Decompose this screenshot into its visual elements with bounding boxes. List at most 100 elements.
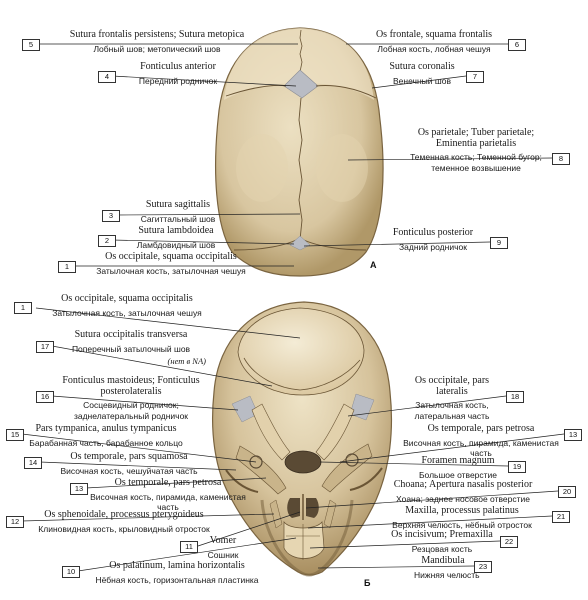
latin-name: Sutura occipitalis transversa <box>74 329 188 340</box>
pterygoid-right <box>323 499 337 529</box>
leader-16 <box>51 395 239 411</box>
russian-name: Лобная кость, лобная чешуя <box>377 43 491 54</box>
latin-name: Maxilla, processus palatinus <box>405 505 519 516</box>
latin-name: Sutura frontalis persistens; Sutura meto… <box>69 29 245 40</box>
label-number-1-top: 1 <box>58 261 76 273</box>
label-occipital-squama-top: Os occipitale, squama occipitalis Затыло… <box>76 251 266 276</box>
choana-left <box>287 498 300 518</box>
panel-letter-bottom: Б <box>364 578 371 588</box>
russian-name: Барабанная часть, барабанное кольцо <box>29 437 183 448</box>
russian-name: Лобный шов; метопический шов <box>93 43 221 54</box>
latin-name: Os occipitale, squama occipitalis <box>105 251 237 262</box>
latin-name: Os temporale, pars petrosa <box>427 423 535 434</box>
leader-14 <box>39 461 237 471</box>
label-number-19: 19 <box>508 461 526 473</box>
latin-name: Pars tympanica, anulus tympanicus <box>35 423 177 434</box>
leader-15 <box>21 433 257 463</box>
label-number-10: 10 <box>62 566 80 578</box>
latin-name: Os occipitale, pars lateralis <box>414 375 490 397</box>
label-number-20: 20 <box>558 486 576 498</box>
russian-name: Затылочная кость, затылочная чешуя <box>96 265 246 276</box>
anterior-fontanelle-shape <box>283 69 319 99</box>
label-maxilla-palatine: Maxilla, processus palatinus Верхняя чел… <box>374 505 550 530</box>
label-pterygoid-process: Os sphenoidale, processus pterygoideus К… <box>26 509 222 534</box>
pterygoid-left <box>269 499 283 529</box>
label-incisive-bone: Os incisivum; Premaxilla Резцовая кость <box>386 529 498 554</box>
hard-palate-shape <box>283 520 325 559</box>
parietal-tuber-left <box>236 134 288 202</box>
label-number-5: 5 <box>22 39 40 51</box>
label-sagittal-suture: Sutura sagittalis Сагиттальный шов <box>118 199 238 224</box>
petrous-left <box>235 445 287 495</box>
label-frontal-bone: Os frontale, squama frontalis Лобная кос… <box>364 29 504 54</box>
label-lambdoid-suture: Sutura lambdoidea Ламбдовидный шов <box>116 225 236 250</box>
latin-name: Fonticulus anterior <box>140 61 216 72</box>
russian-name: Затылочная кость, латеральная часть <box>414 400 490 421</box>
russian-name: Задний родничок <box>399 241 467 252</box>
label-number-3: 3 <box>102 210 120 222</box>
latin-name: Fonticulus mastoideus; Fonticulus poster… <box>62 375 200 397</box>
russian-name: Сосцевидный родничок; заднелатеральный р… <box>73 400 189 421</box>
latin-name: Sutura coronalis <box>389 61 455 72</box>
label-number-18: 18 <box>506 391 524 403</box>
label-number-15: 15 <box>6 429 24 441</box>
latin-name: Fonticulus posterior <box>392 227 474 238</box>
label-number-17: 17 <box>36 341 54 353</box>
label-petrous-part-right: Os temporale, pars petrosa Височная кост… <box>400 423 562 459</box>
leader-23 <box>317 565 475 569</box>
russian-name: Височная кость, пирамида, каменистая час… <box>403 437 559 459</box>
label-number-6: 6 <box>508 39 526 51</box>
label-number-12: 12 <box>6 516 24 528</box>
latin-name: Sutura lambdoidea <box>138 225 214 236</box>
russian-name: Затылочная кость, затылочная чешуя <box>52 307 202 318</box>
leader-1b <box>35 307 301 339</box>
label-coronal-suture: Sutura coronalis Венечный шов <box>380 61 464 86</box>
metopic-suture-line <box>299 29 303 73</box>
latin-name: Os temporale, pars squamosa <box>70 451 188 462</box>
leader-4 <box>111 75 297 87</box>
latin-name: Os sphenoidale, processus pterygoideus <box>44 509 204 520</box>
label-squamous-part: Os temporale, pars squamosa Височная кос… <box>44 451 214 476</box>
russian-name: Сошник <box>207 549 239 560</box>
label-metopic-suture: Sutura frontalis persistens; Sutura meto… <box>44 29 270 54</box>
occipital-lateral-right <box>315 403 355 461</box>
choana-right <box>306 498 319 518</box>
frontal-bone-region <box>224 28 374 100</box>
leader-19 <box>319 461 509 467</box>
tympanic-ring-left <box>249 455 263 469</box>
coronal-suture-line <box>225 85 377 99</box>
sagittal-suture-line <box>298 97 303 241</box>
label-number-22: 22 <box>500 536 518 548</box>
russian-name: Височная кость, чешуйчатая часть <box>60 465 198 476</box>
skull-base-view <box>212 301 393 577</box>
label-anterior-fontanelle: Fonticulus anterior Передний родничок <box>118 61 238 86</box>
leader-7 <box>371 75 467 89</box>
transverse-occipital-suture-line <box>243 357 361 391</box>
label-parietal-bone: Os parietale; Tuber parietale; Eminentia… <box>402 127 550 173</box>
label-number-23: 23 <box>474 561 492 573</box>
label-number-4: 4 <box>98 71 116 83</box>
leader-13b <box>85 477 267 489</box>
russian-name: Венечный шов <box>393 75 451 86</box>
latin-name: Os palatinum, lamina horizontalis <box>109 560 245 571</box>
leader-18 <box>347 395 507 417</box>
label-number-2: 2 <box>98 235 116 247</box>
latin-name: Os occipitale, squama occipitalis <box>61 293 193 304</box>
russian-name: Теменная кость; Теменной бугор; теменное… <box>410 152 542 173</box>
leader-9 <box>303 241 491 247</box>
label-posterior-fontanelle: Fonticulus posterior Задний родничок <box>378 227 488 252</box>
label-number-9: 9 <box>490 237 508 249</box>
label-mandible: Mandibula Нижняя челюсть <box>414 555 480 580</box>
leader-17 <box>51 345 273 387</box>
label-number-1-base: 1 <box>14 302 32 314</box>
label-vomer: Vomer Сошник <box>200 535 246 560</box>
label-palatine-horizontal: Os palatinum, lamina horizontalis Нёбная… <box>82 560 272 585</box>
petrous-right <box>321 443 373 493</box>
occipital-squama-shape <box>237 307 365 396</box>
russian-name: Сагиттальный шов <box>140 213 216 224</box>
russian-name: Нижняя челюсть <box>414 569 480 580</box>
leader-12 <box>21 513 275 522</box>
russian-name: Нёбная кость, горизонтальная пластинка <box>95 574 259 585</box>
